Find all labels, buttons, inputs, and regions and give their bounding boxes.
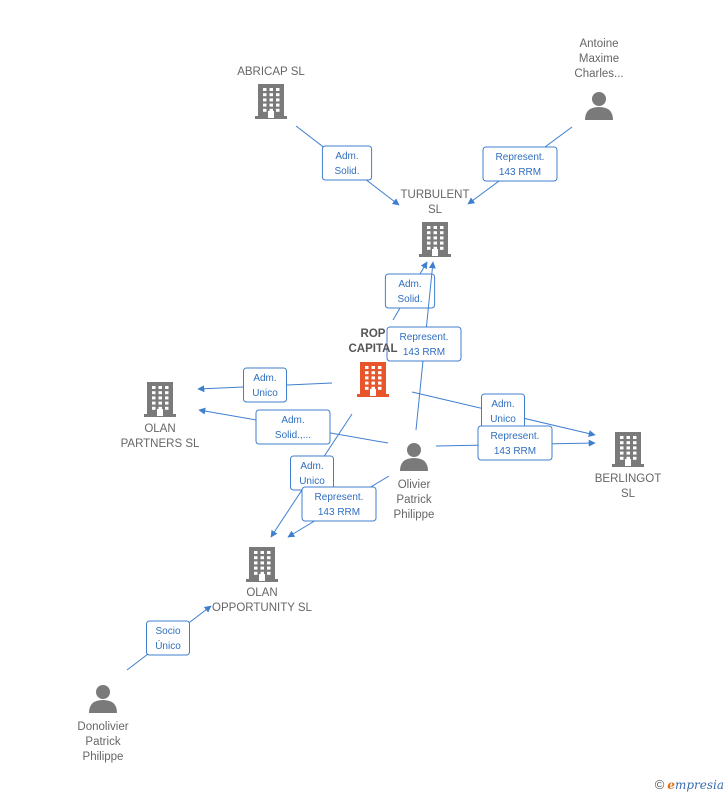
edge-olivier-to-berlingot[interactable]: Represent. 143 RRM [435,425,596,461]
node-label: Patrick [85,736,120,748]
node-abricap[interactable]: ABRICAP SL [237,66,305,119]
building-icon [357,362,389,397]
edge-label-text: Unico [299,476,325,487]
edge-rop-to-olan_partners[interactable]: Adm. Unico [197,367,333,403]
node-antoine[interactable]: AntoineMaximeCharles... [574,38,624,120]
edge-label-text: Adm. [335,151,358,162]
node-label: Antoine [579,38,618,50]
node-label: Donolivier [77,721,128,733]
brand-name: mpresia [674,778,724,792]
edge-label-box[interactable] [301,486,377,522]
edge-label-box[interactable] [386,326,462,362]
edge-label-text: 143 RRM [318,507,360,518]
node-label: Philippe [83,751,124,763]
person-icon [400,443,428,471]
edge-label-text: Represent. [400,332,449,343]
edge-label-box[interactable] [482,146,558,182]
edge-rop-to-berlingot[interactable]: Adm. Unico [411,391,596,437]
node-label: OLAN [144,423,175,435]
edge-label-text: Adm. [491,399,514,410]
edge-label-box[interactable] [243,367,287,403]
edge-label-text: Solid. [334,166,359,177]
copyright-symbol: © [654,777,665,792]
edge-label-text: 143 RRM [494,446,536,457]
node-label: CAPITAL [349,343,398,355]
footer-brand[interactable]: ©empresia [655,777,724,792]
node-label: SL [428,204,443,216]
edge-label-text: Represent. [496,152,545,163]
edge-label-text: Socio [155,626,180,637]
edge-label-box[interactable] [384,273,436,309]
edge-rop-to-turbulent[interactable]: Adm. Solid. [384,261,436,321]
building-icon [144,382,176,417]
node-label: Philippe [394,509,435,521]
edge-label-text: Adm. [398,279,421,290]
node-label: Maxime [579,53,619,65]
building-icon [612,432,644,467]
edge-label-text: Represent. [491,431,540,442]
building-icon [255,84,287,119]
person-icon [585,92,613,120]
edge-label-text: 143 RRM [499,167,541,178]
edge-label-text: Unico [252,388,278,399]
edge-label-text: Solid. [397,294,422,305]
node-berlingot[interactable]: BERLINGOT SL [595,432,661,500]
node-label: TURBULENT [400,189,469,201]
brand-initial: e [667,778,675,792]
edge-antoine-to-turbulent[interactable]: Represent. 143 RRM [467,126,573,205]
node-label: ROP [361,328,386,340]
building-icon [246,547,278,582]
node-label: Charles... [574,68,623,80]
building-icon [419,222,451,257]
edge-label-text: Represent. [315,492,364,503]
edge-olivier-to-olan_opportunity[interactable]: Represent. 143 RRM [287,475,390,538]
edge-olivier-to-olan_partners[interactable]: Adm. Solid.,... [198,407,389,445]
edge-olivier-to-turbulent[interactable]: Represent. 143 RRM [386,261,462,431]
node-label: Olivier [398,479,431,491]
edge-label-text: 143 RRM [403,347,445,358]
edge-abricap-to-turbulent[interactable]: Adm. Solid. [295,125,400,206]
edge-label-text: Unico [490,414,516,425]
node-label: ABRICAP SL [237,66,305,78]
edge-label-text: Solid.,... [275,430,311,441]
node-rop[interactable]: ROP CAPITAL [349,328,398,397]
node-turbulent[interactable]: TURBULENT SL [400,189,470,257]
edge-label-box[interactable] [321,145,373,181]
node-label: SL [621,488,636,500]
node-label: Patrick [396,494,431,506]
edge-label-text: Adm. [300,461,323,472]
person-icon [89,685,117,713]
edge-label-text: Adm. [281,415,304,426]
edge-label-box[interactable] [255,409,331,445]
node-label: BERLINGOT [595,473,661,485]
edge-label-box[interactable] [477,425,553,461]
edge-rop-to-olan_opportunity[interactable]: Adm. Unico [270,413,353,538]
node-label: OLAN [246,587,277,599]
edges-layer: Adm.Solid.Represent.143 RRMAdm.Solid.Rep… [126,125,596,671]
node-label: OPPORTUNITY SL [212,602,313,614]
node-olan_partners[interactable]: OLAN PARTNERS SL [121,382,200,450]
node-olan_opportunity[interactable]: OLAN OPPORTUNITY SL [212,547,313,614]
edge-label-box[interactable] [146,620,190,656]
node-label: PARTNERS SL [121,438,200,450]
edge-label-text: Único [155,639,181,652]
edge-label-text: Adm. [253,373,276,384]
